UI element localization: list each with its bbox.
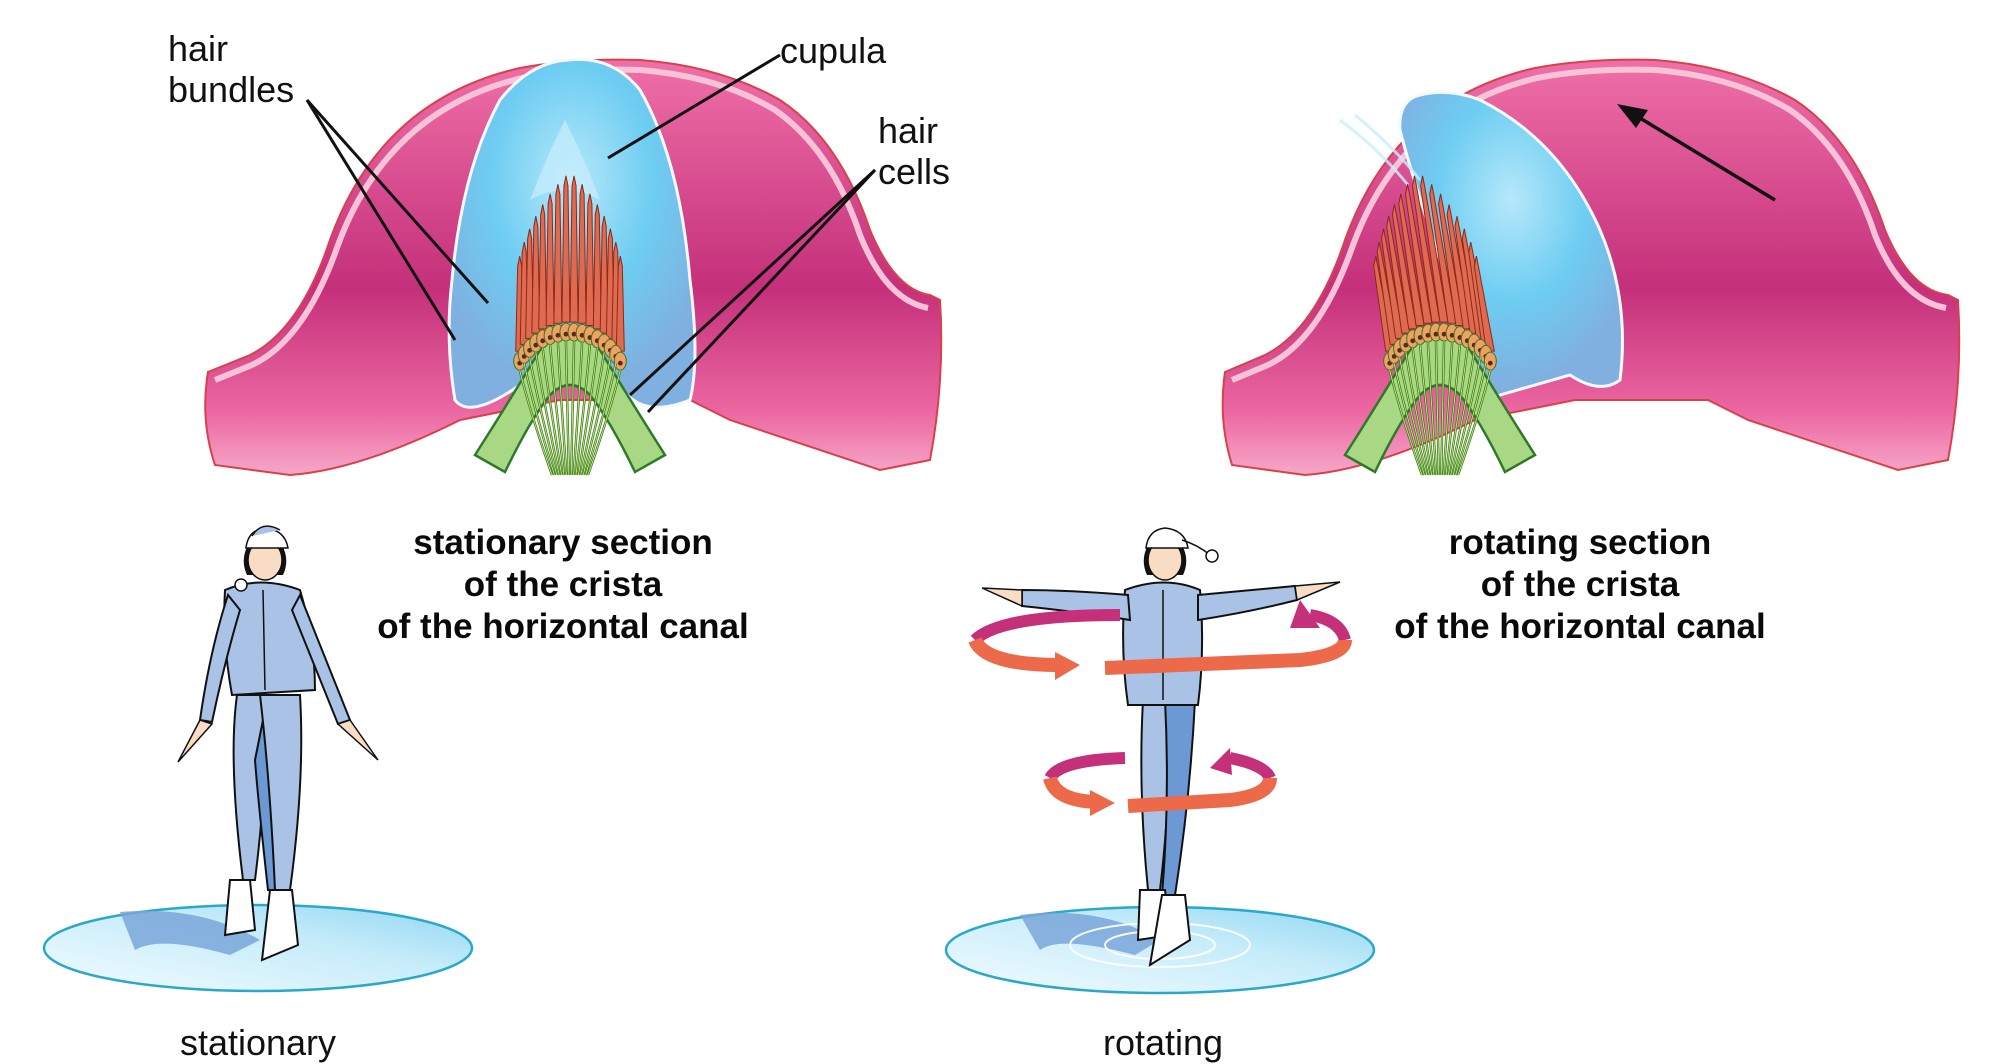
rotation-arrow-upper-icon [968, 600, 1352, 680]
nerve-fiber-core [585, 363, 617, 476]
title-stationary-line3: of the horizontal canal [377, 607, 749, 646]
leader-lines-stationary [305, 53, 877, 414]
title-rotating-line2: of the crista [1480, 565, 1680, 604]
hair-cell-nucleus [1487, 360, 1493, 366]
nerve-fiber-core [1452, 357, 1481, 476]
hair-bundle [1398, 193, 1425, 327]
nerve-fiber-core [529, 357, 558, 476]
cupula-shine [1339, 113, 1422, 186]
crista-rotating [1221, 58, 1961, 477]
nerve-fiber-core [1440, 341, 1445, 476]
nerve-fiber-core [1455, 363, 1487, 476]
hair-cell-nucleus [1403, 342, 1409, 348]
nerve-fiber-core [587, 370, 621, 476]
title-stationary: stationary section of the crista of the … [377, 522, 748, 648]
caption-stationary: stationary [179, 1022, 337, 1063]
hair-bundle [561, 175, 571, 323]
nerve-fiber-core [580, 352, 605, 476]
label-hair-bundles-line1: hair [168, 28, 229, 69]
skater-rotating [944, 527, 1376, 995]
title-rotating-line1: rotating section [1448, 523, 1712, 562]
title-rotating: rotating section of the crista of the ho… [1394, 522, 1765, 648]
hair-cell-nucleus [555, 332, 561, 338]
label-hair-cells-line1: hair [878, 110, 939, 151]
nerve-fiber-core [535, 352, 560, 476]
label-hair-cells-line2: cells [878, 151, 951, 192]
crista-stationary [204, 53, 943, 477]
ice-rink-stationary [42, 903, 474, 993]
hair-bundle [585, 193, 595, 327]
hair-bundle [553, 184, 563, 324]
hair-cell-nucleus [1410, 338, 1416, 344]
hair-cells-stationary [513, 322, 627, 371]
nerve-fiber-core [577, 347, 598, 476]
label-hair-bundles-line2: bundles [168, 69, 295, 110]
nerve-fiber-core [1399, 357, 1428, 476]
nerve-fiber-core [1445, 344, 1461, 476]
hair-bundle [1473, 256, 1495, 352]
hair-bundle [577, 184, 587, 324]
hair-cell-nucleus [571, 331, 577, 337]
nerve-fiber-core [1450, 352, 1475, 476]
hair-bundle [1411, 175, 1441, 323]
hair-cell-nucleus [563, 331, 569, 337]
nerve-fiber-core [573, 342, 583, 476]
nerve-fiber-core [575, 344, 591, 476]
hair-bundle [1391, 204, 1418, 330]
label-hair-bundles: hair bundles [168, 28, 294, 110]
hair-cell-nucleus [617, 360, 623, 366]
hair-cell-nucleus [1433, 331, 1439, 337]
hair-cell-nucleus [1449, 332, 1455, 338]
skater-stationary [42, 525, 474, 993]
nerve-fibers-rotating [1388, 341, 1492, 476]
nerve-fiber-core [519, 370, 553, 476]
ampulla-rim-right [1230, 66, 1947, 383]
hair-cell-nucleus [540, 338, 546, 344]
nerve-fiber-core [1443, 342, 1453, 476]
label-hair-cells: hair cells [878, 110, 950, 192]
hair-bundle [615, 256, 625, 352]
hair-cell-nucleus [1417, 335, 1423, 340]
nerve-fiber-core [1457, 370, 1491, 476]
nerve-fiber-core [582, 357, 611, 476]
rotation-arrow-lower-icon [1043, 748, 1277, 816]
title-stationary-line2: of the crista [463, 565, 663, 604]
nerve-fiber-core [542, 347, 563, 476]
nerve-fibers-stationary [518, 341, 622, 476]
nerve-fiber-core [570, 341, 575, 476]
flow-arrow-icon [1617, 104, 1776, 202]
hair-cell-nucleus [579, 332, 585, 338]
nerve-fiber-core [523, 363, 555, 476]
skater-shadow-rotating [1020, 912, 1160, 955]
hair-bundle [1405, 184, 1433, 324]
nerve-fiber-core [1435, 341, 1440, 476]
nerve-fiber-core [557, 342, 567, 476]
nerve-fiber-core [1419, 344, 1435, 476]
hair-cell-nucleus [533, 342, 539, 348]
caption-rotating: rotating [1102, 1022, 1224, 1063]
skater-shadow [120, 910, 260, 955]
nerve-fiber-core [1389, 370, 1423, 476]
nerve-fiber-core [1447, 347, 1468, 476]
nerve-fiber-core [1427, 342, 1437, 476]
nerve-fiber-core [1412, 347, 1433, 476]
hair-bundles-rotating [1373, 175, 1495, 352]
nerve-fiber-core [549, 344, 565, 476]
hair-bundle [545, 193, 555, 327]
cupula-highlight [530, 120, 600, 200]
hair-bundle [1420, 175, 1449, 323]
title-rotating-line3: of the horizontal canal [1394, 607, 1766, 646]
hair-cell-nucleus [1441, 331, 1447, 337]
hair-cell-nucleus [547, 335, 553, 340]
hair-bundle [1429, 184, 1457, 324]
nerve-fiber-core [565, 341, 570, 476]
title-stationary-line1: stationary section [413, 523, 713, 562]
hair-bundle [569, 175, 579, 323]
hair-cell-nucleus [1425, 332, 1431, 338]
label-cupula: cupula [780, 30, 887, 71]
nerve-fiber-core [1393, 363, 1425, 476]
hair-bundle [538, 204, 548, 330]
nerve-fiber-core [1405, 352, 1430, 476]
